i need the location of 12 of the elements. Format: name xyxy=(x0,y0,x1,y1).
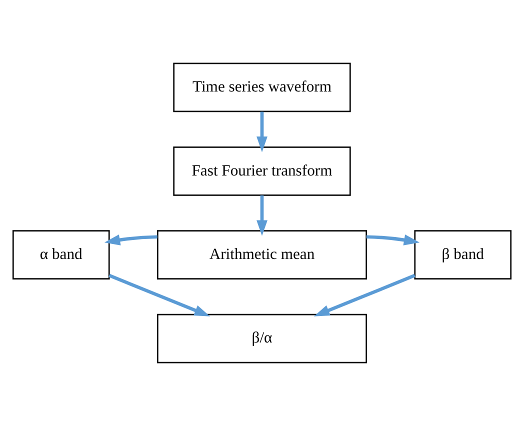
node-box: Arithmetic mean xyxy=(157,230,367,279)
arrow xyxy=(104,234,158,245)
arrow xyxy=(366,234,420,245)
node-box: β/α xyxy=(157,313,367,363)
arrow xyxy=(314,273,416,316)
arrow xyxy=(256,111,268,152)
node-box: Time series waveform xyxy=(173,62,351,112)
node-box: Fast Fourier transform xyxy=(173,146,351,196)
node-box: β band xyxy=(414,230,512,279)
arrow xyxy=(108,273,210,316)
arrow xyxy=(256,194,268,236)
node-box: α band xyxy=(12,230,110,279)
